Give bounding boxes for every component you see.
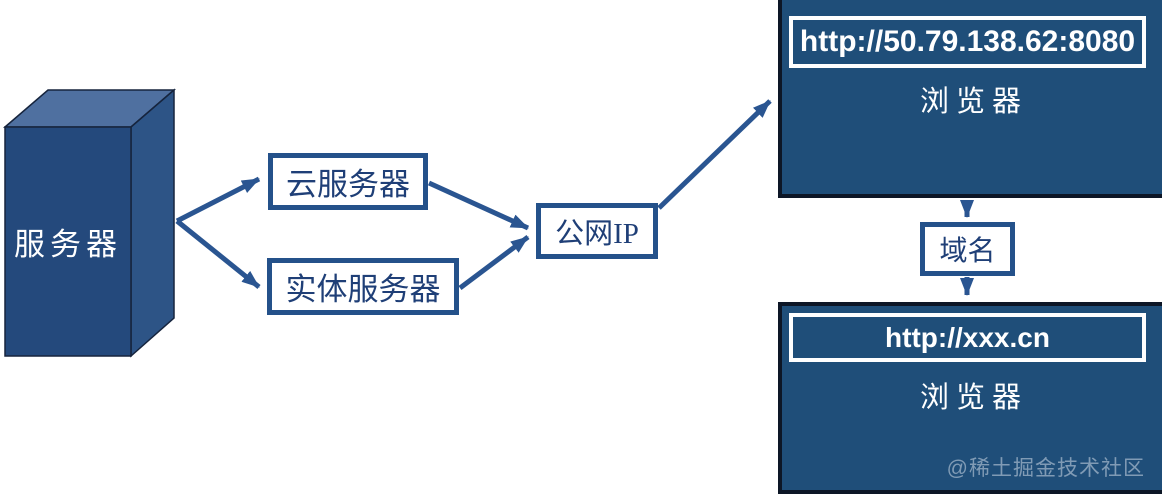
cube-right-face — [130, 88, 175, 358]
arrow-cloud-to-publicip — [427, 180, 530, 231]
cube-front-face — [4, 126, 132, 357]
url-text-bottom: http://xxx.cn — [885, 321, 1050, 353]
cloud-server-label: 云服务器 — [286, 167, 410, 202]
domain-label: 域名 — [939, 236, 996, 267]
physical-server-label: 实体服务器 — [285, 272, 441, 307]
browser-label-top: 浏览器 — [919, 86, 1028, 118]
browser-label-bottom: 浏览器 — [919, 382, 1028, 414]
url-text-top: http://50.79.138.62:8080 — [799, 25, 1136, 58]
server-cube-label: 服务器 — [14, 227, 122, 262]
browser-panel-top: http://50.79.138.62:8080 浏览器 — [778, 0, 1162, 198]
url-box-top: http://50.79.138.62:8080 — [789, 16, 1146, 68]
arrow-server-to-cloud — [175, 176, 261, 224]
arrow-physical-to-publicip — [458, 235, 530, 290]
browser-panel-bottom: http://xxx.cn 浏览器 @稀土掘金技术社区 — [778, 302, 1162, 494]
cloud-server-box: 云服务器 — [268, 153, 428, 210]
watermark: @稀土掘金技术社区 — [946, 457, 1145, 480]
public-ip-label: 公网IP — [555, 218, 639, 250]
arrow-server-to-physical — [175, 219, 261, 289]
public-ip-box: 公网IP — [536, 203, 658, 259]
url-box-bottom: http://xxx.cn — [789, 313, 1146, 362]
arrow-publicip-to-browser — [657, 99, 772, 210]
domain-box: 域名 — [920, 222, 1015, 276]
physical-server-box: 实体服务器 — [267, 258, 459, 315]
server-cube — [2, 88, 177, 358]
